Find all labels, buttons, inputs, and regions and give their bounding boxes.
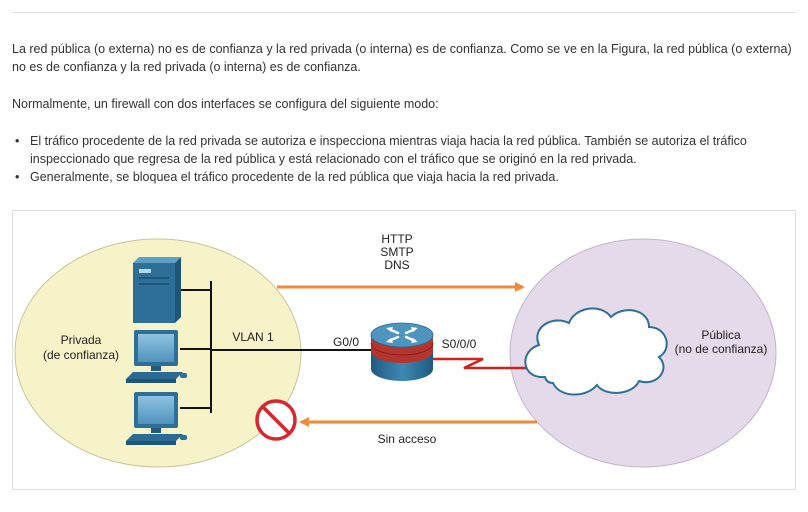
private-zone-sublabel: (de confianza) (43, 348, 119, 362)
pc-icon (126, 330, 187, 383)
s000-interface-label: S0/0/0 (442, 337, 477, 351)
router-firewall-icon (370, 322, 434, 381)
intro-paragraph: La red pública (o externa) no es de conf… (12, 42, 792, 74)
cloud-icon (524, 307, 668, 396)
private-zone-label: Privada (61, 333, 102, 347)
no-access-label: Sin acceso (378, 432, 437, 446)
server-icon (133, 257, 181, 323)
pc-icon (126, 392, 187, 445)
serial-link (430, 357, 529, 370)
config-paragraph: Normalmente, un firewall con dos interfa… (12, 97, 439, 111)
top-divider (12, 12, 796, 13)
public-zone-sublabel: (no de confianza) (675, 342, 768, 356)
g00-interface-label: G0/0 (333, 335, 359, 349)
bullet-list: El tráfico procedente de la red privada … (12, 132, 796, 186)
vlan-label: VLAN 1 (232, 330, 274, 344)
firewall-diagram: Privada (de confianza) VLAN 1 G0/0 S0/0/… (12, 210, 796, 490)
prohibited-icon (255, 399, 297, 441)
bullet-item: Generalmente, se bloquea el tráfico proc… (12, 168, 796, 186)
bullet-item: El tráfico procedente de la red privada … (12, 132, 796, 168)
protocol-label: HTTP (381, 232, 412, 246)
protocol-label: SMTP (380, 245, 413, 259)
public-zone-label: Pública (701, 328, 741, 342)
protocol-label: DNS (384, 258, 409, 272)
